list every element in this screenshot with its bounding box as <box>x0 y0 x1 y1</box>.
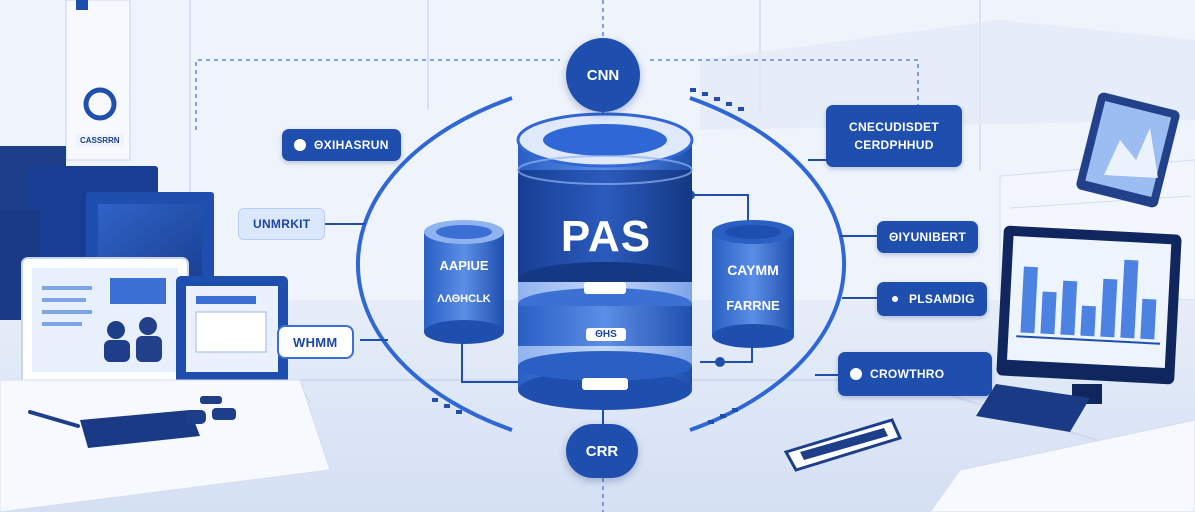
label-left-1-text: ΘXIHASRUN <box>314 138 389 152</box>
label-right-4[interactable]: CROWTHRO <box>838 352 992 396</box>
right-database-cylinder <box>712 220 794 348</box>
right-cylinder-line1: CAYMM <box>727 262 779 278</box>
label-right-1-text2: CERDPHHUD <box>854 138 934 152</box>
orbit-dash-marks <box>432 88 744 424</box>
label-right-3[interactable]: PLSAMDIG <box>877 282 987 316</box>
right-cylinder-label: CAYMM FARRNE <box>712 262 794 313</box>
label-left-1-dot <box>294 139 306 151</box>
label-left-2-text: UNMRKIT <box>253 217 311 231</box>
hub-slot-middle: ΘHS <box>586 328 626 341</box>
right-tablet <box>1076 92 1180 208</box>
label-left-2[interactable]: UNMRKIT <box>238 208 326 240</box>
hub-slot-bottom <box>582 378 628 390</box>
left-database-cylinder <box>424 220 504 344</box>
left-desk <box>0 379 331 512</box>
orbit-ring <box>356 96 846 432</box>
dashed-connectors <box>195 0 919 512</box>
left-cylinder-line1: AAPIUE <box>439 258 489 273</box>
left-cylinder-line2 <box>424 273 504 287</box>
top-node[interactable]: CNN <box>566 38 640 112</box>
left-cylinder-line3: ΛΛΘHCLK <box>437 293 491 305</box>
label-right-2[interactable]: ΘIYUNIBERT <box>877 221 979 253</box>
left-cylinder-label: AAPIUE ΛΛΘHCLK <box>424 258 504 305</box>
right-cylinder-line3: FARRNE <box>726 298 780 313</box>
bottom-node[interactable]: CRR <box>566 424 638 478</box>
hub-slot-top <box>584 282 626 294</box>
label-right-4-dot <box>850 368 862 380</box>
label-right-3-text: PLSAMDIG <box>909 292 975 306</box>
central-database-cylinder <box>516 112 694 410</box>
label-left-1[interactable]: ΘXIHASRUN <box>282 129 401 161</box>
right-cylinder-line2 <box>712 278 794 292</box>
label-left-3-text: WHMM <box>293 334 338 350</box>
right-desk-items <box>783 384 1195 512</box>
label-right-4-text: CROWTHRO <box>870 367 945 381</box>
hub-title: PAS <box>560 212 652 261</box>
label-left-3[interactable]: WHMM <box>277 325 354 359</box>
label-right-1-text: CNECUDISDET <box>849 120 939 134</box>
right-chart-monitor <box>996 225 1182 404</box>
server-tag: CASSRRN <box>76 134 124 147</box>
server-tower <box>0 0 131 216</box>
label-right-2-text: ΘIYUNIBERT <box>889 230 967 244</box>
label-right-1[interactable]: CNECUDISDET CERDPHHUD <box>826 105 962 167</box>
label-right-3-dot <box>889 293 901 305</box>
